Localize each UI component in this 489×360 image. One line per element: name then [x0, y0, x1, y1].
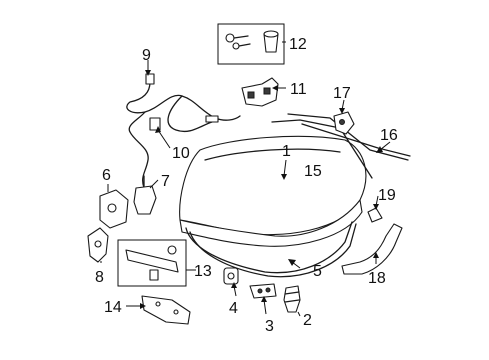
- leader-lines: [100, 41, 391, 317]
- callout-3: 3: [265, 318, 274, 335]
- weatherstrip-seal: [185, 221, 357, 278]
- callout-16: 16: [380, 127, 398, 144]
- trunk-garnish: [141, 295, 191, 325]
- lock-cylinder-kit: [217, 23, 285, 65]
- callout-14: 14: [104, 299, 122, 316]
- callout-10: 10: [172, 145, 190, 162]
- callout-1: 1: [282, 143, 291, 160]
- callout-labels: 1 2 3 4 5 6 7 8 9 10 11 12 13 14 15 16 1…: [95, 36, 398, 335]
- bumper-pad: [223, 267, 239, 285]
- torsion-bars: [271, 113, 411, 179]
- trunk-lid: [179, 135, 367, 247]
- striker: [249, 283, 277, 299]
- callout-6: 6: [102, 167, 111, 184]
- trunk-latch: [241, 77, 279, 107]
- callout-9: 9: [142, 47, 151, 64]
- trunk-hinge: [341, 207, 403, 275]
- callout-18: 18: [368, 270, 386, 287]
- latch-actuator: [99, 175, 157, 229]
- callout-4: 4: [229, 300, 238, 317]
- callout-12: 12: [289, 36, 307, 53]
- callout-19: 19: [378, 187, 396, 204]
- callout-8: 8: [95, 269, 104, 286]
- callout-5: 5: [313, 263, 322, 280]
- callout-11: 11: [290, 81, 307, 98]
- callout-17: 17: [333, 85, 351, 102]
- callout-7: 7: [161, 173, 170, 190]
- bellows: [283, 285, 301, 313]
- hinge-bracket: [333, 111, 355, 135]
- garnish-kit: [117, 239, 187, 287]
- release-cable: [126, 73, 241, 189]
- side-bracket: [87, 227, 109, 263]
- callout-2: 2: [303, 312, 312, 329]
- callout-13: 13: [194, 263, 212, 280]
- callout-15: 15: [304, 163, 322, 180]
